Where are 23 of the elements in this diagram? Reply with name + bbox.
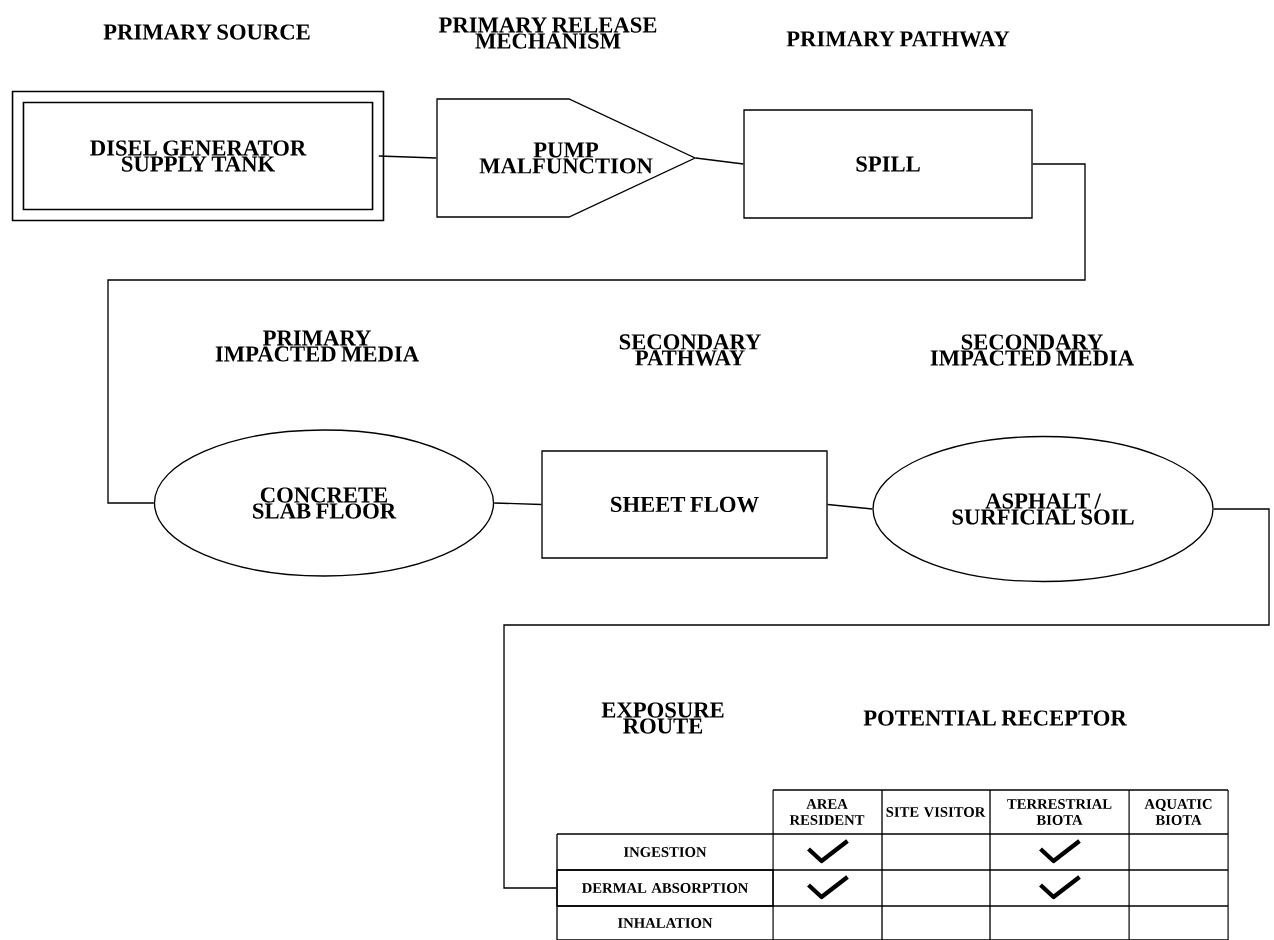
connector-line	[827, 503, 873, 510]
column-heading: PRIMARY RELEASE MECHANISM	[438, 17, 657, 49]
column-header: AQUATIC BIOTA	[1144, 799, 1212, 825]
column-heading: PRIMARY PATHWAY	[786, 31, 1010, 47]
connector-line	[378, 155, 437, 159]
column-header: TERRESTRIAL BIOTA	[1007, 799, 1112, 825]
connector-line	[107, 163, 1086, 504]
column-header: AREA RESIDENT	[789, 799, 865, 825]
column-heading: PRIMARY IMPACTED MEDIA	[215, 330, 419, 362]
column-header: SITE VISITOR	[886, 807, 986, 817]
process-box: SHEET FLOW	[541, 450, 828, 559]
tank-box: DISEL GENERATOR SUPPLY TANK	[11, 90, 385, 222]
connector-line	[695, 157, 744, 165]
column-heading: SECONDARY IMPACTED MEDIA	[930, 334, 1134, 366]
column-heading: POTENTIAL RECEPTOR	[863, 710, 1127, 726]
column-heading: SECONDARY PATHWAY	[619, 334, 761, 366]
row-header: DERMAL ABSORPTION	[556, 869, 774, 907]
connector-line	[503, 508, 1270, 889]
process-box: SPILL	[743, 109, 1033, 219]
column-heading: EXPOSURE ROUTE	[601, 702, 724, 734]
connector-line	[493, 502, 542, 506]
column-heading: PRIMARY SOURCE	[103, 24, 310, 40]
process-pentagon: PUMP MALFUNCTION	[436, 98, 697, 218]
